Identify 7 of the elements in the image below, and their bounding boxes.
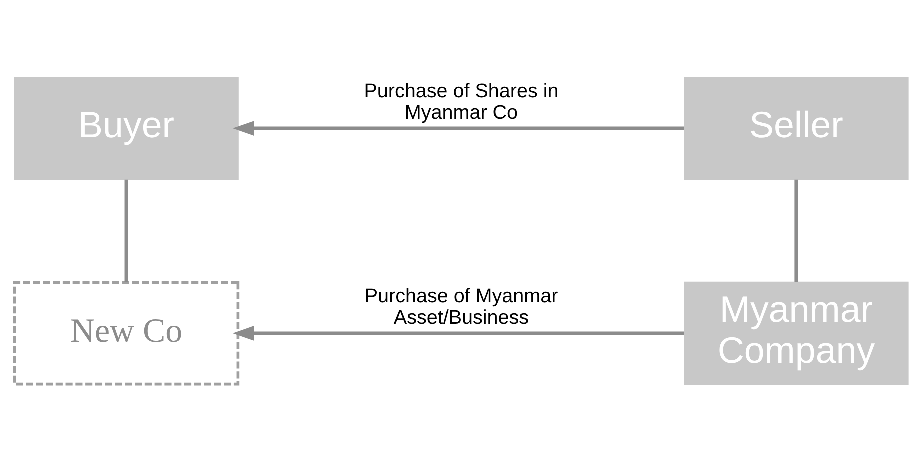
arrow (232, 121, 684, 136)
arrow (232, 326, 684, 341)
edge-label: Purchase of Shares in Myanmar Co (364, 80, 559, 124)
edge-label: Purchase of Myanmar Asset/Business (364, 286, 558, 329)
connector (124, 180, 128, 282)
connector (794, 180, 798, 282)
node-box: New Co (13, 281, 240, 386)
